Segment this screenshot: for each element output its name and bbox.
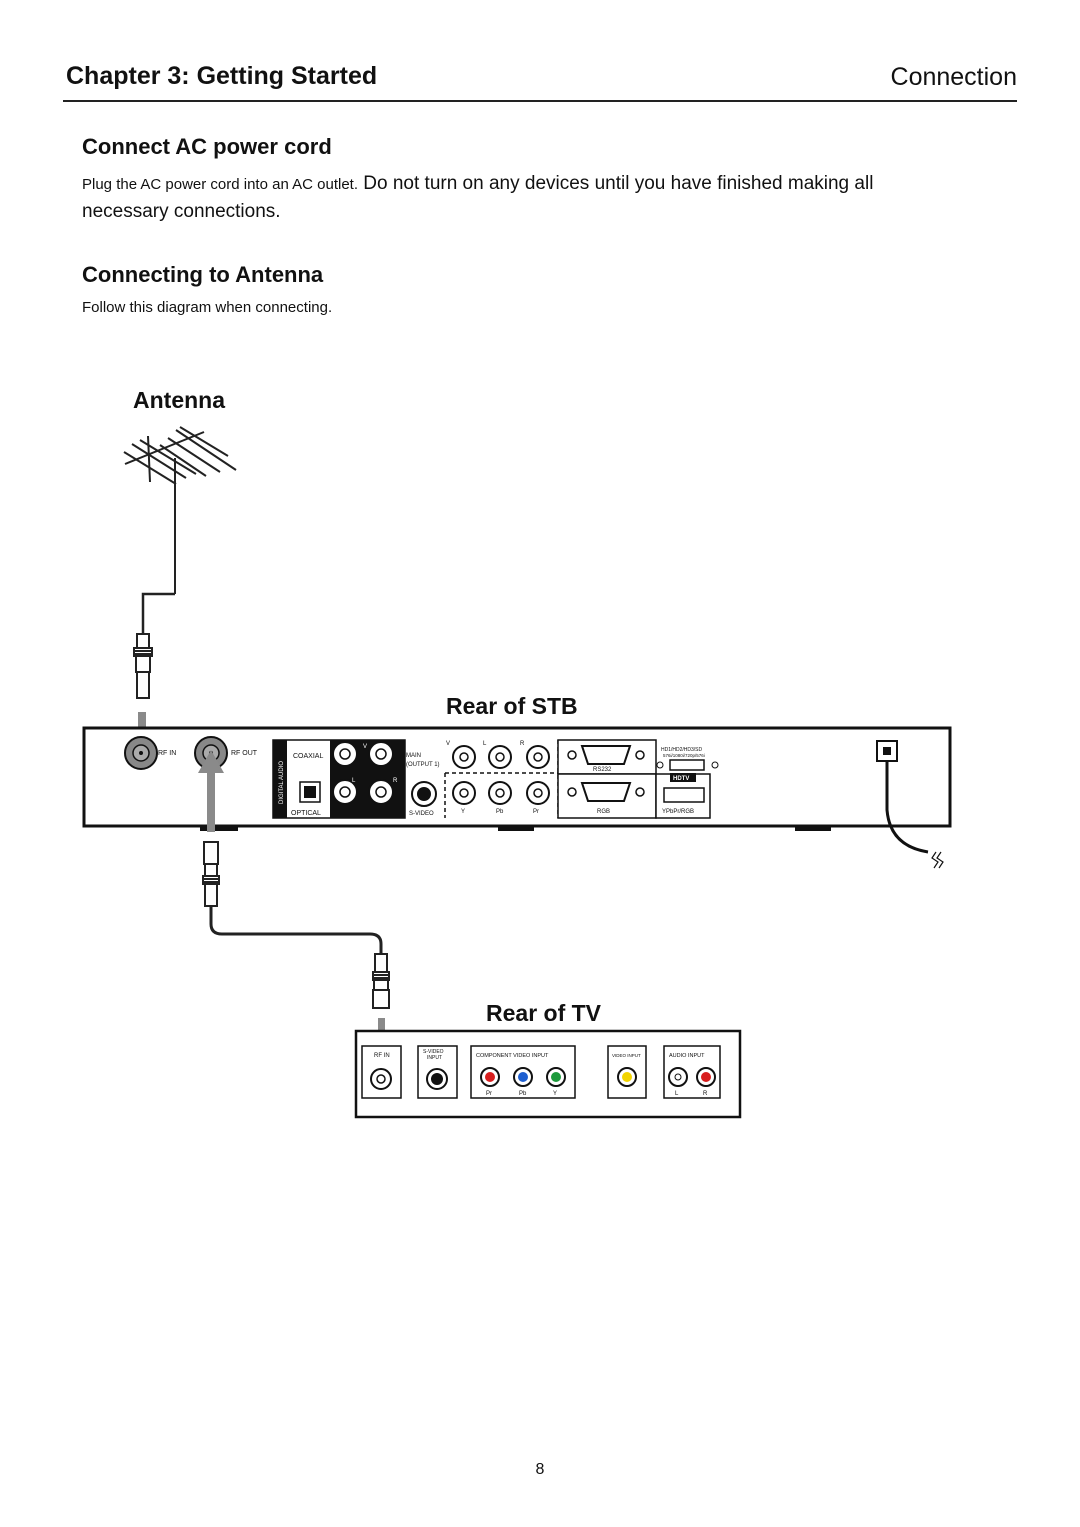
page-number: 8 (535, 1461, 545, 1478)
tv-svideo-input-text: INPUT (427, 1055, 442, 1061)
ac-power-text-lead: Plug the AC power cord into an AC outlet… (82, 176, 358, 193)
stb-ypbpr-rgb-text: YPbPr/RGB (662, 809, 694, 815)
stb-label: Rear of STB (446, 693, 578, 719)
section-label: Connection (890, 63, 1017, 91)
rf-cable-plug-tv (372, 953, 390, 1009)
chapter-title: Chapter 3: Getting Started (66, 62, 378, 90)
antenna-icon (123, 426, 237, 634)
stb-output1-text: (OUTPUT 1) (406, 762, 440, 768)
stb-rgb-text: RGB (597, 809, 610, 815)
stb-main-text: MAIN (406, 753, 421, 759)
stb-optical-text: OPTICAL (291, 810, 321, 817)
tv-rear-panel: RF IN S-VIDEO INPUT COMPONENT VIDEO INPU… (354, 1029, 742, 1119)
stb-svideo-text: S-VIDEO (409, 811, 434, 817)
stb-rear-panel: RF IN RF OUT COAXIAL DIGITAL AUDIO OPTIC… (82, 726, 952, 831)
stb-video-r-text: R (520, 741, 525, 747)
header-divider (63, 100, 1017, 102)
antenna-label: Antenna (133, 387, 225, 413)
stb-rf-in-text: RF IN (158, 750, 176, 757)
power-cord (885, 761, 944, 869)
tv-l-text: L (675, 1091, 679, 1097)
tv-video-input-text: VIDEO INPUT (612, 1053, 641, 1058)
stb-res-modes-text: 576i/1080i/720p/576i (663, 753, 705, 758)
antenna-caption: Follow this diagram when connecting. (82, 299, 333, 316)
tv-rf-in-text: RF IN (374, 1053, 390, 1059)
tv-svideo-text: S-VIDEO (423, 1049, 444, 1055)
tv-audio-input-text: AUDIO INPUT (669, 1053, 705, 1059)
stb-audio-v-text: V (363, 744, 367, 750)
ac-power-text-rest: Do not turn on any devices until you hav… (82, 173, 874, 222)
antenna-coax-plug (133, 633, 153, 699)
tv-pb-text: Pb (519, 1091, 527, 1097)
tv-label: Rear of TV (486, 1000, 602, 1026)
stb-rf-in-port (124, 736, 158, 770)
tv-r-text: R (703, 1091, 708, 1097)
stb-y-text: Y (461, 809, 465, 815)
arrow-from-rf-out (198, 750, 224, 832)
stb-pr-text: Pr (533, 809, 539, 815)
stb-pb-text: Pb (496, 809, 504, 815)
stb-coaxial-text: COAXIAL (293, 753, 323, 760)
antenna-heading: Connecting to Antenna (82, 262, 324, 287)
rf-cable (209, 906, 383, 954)
stb-video-l-text: L (483, 741, 487, 747)
stb-hdtv-text: HDTV (673, 776, 689, 782)
tv-pr-text: Pr (486, 1091, 492, 1097)
stb-hd-modes-text: HD1/HD2/HD3/SD (661, 747, 703, 753)
stb-audio-r-text: R (393, 778, 398, 784)
ac-power-text: Plug the AC power cord into an AC outlet… (82, 170, 942, 225)
tv-y-text: Y (553, 1091, 557, 1097)
tv-component-text: COMPONENT VIDEO INPUT (476, 1053, 549, 1059)
stb-audio-l-text: L (352, 778, 356, 784)
stb-rf-out-text: RF OUT (231, 750, 258, 757)
stb-video-v-text: V (446, 741, 450, 747)
stb-rs232-text: RS232 (593, 767, 612, 773)
stb-digital-audio-text: DIGITAL AUDIO (279, 761, 285, 804)
rf-cable-plug-stb (202, 841, 220, 907)
ac-power-heading: Connect AC power cord (82, 134, 332, 159)
